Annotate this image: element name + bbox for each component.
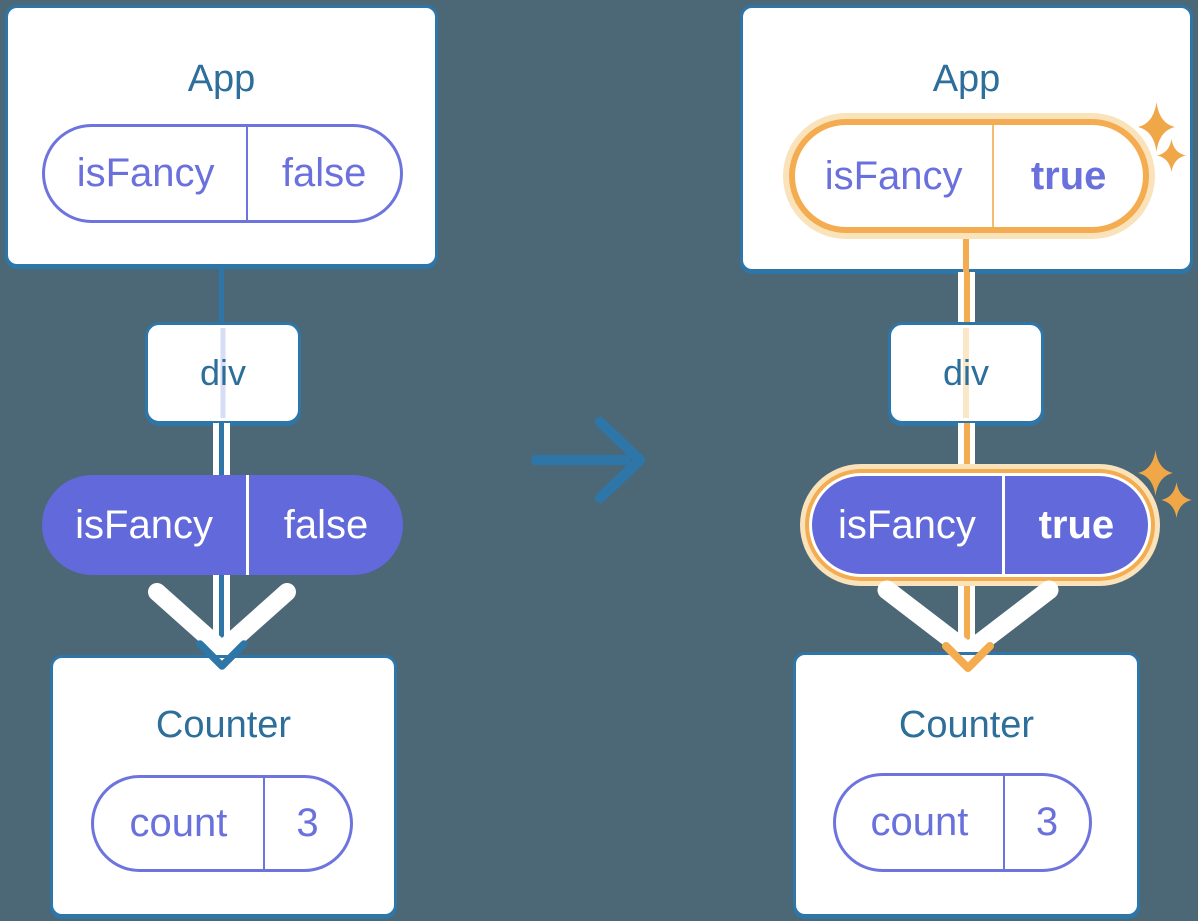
app-card: App isFancy false xyxy=(5,5,438,267)
div-card: div xyxy=(888,322,1044,424)
highlight-ring: isFancy true xyxy=(789,119,1149,233)
connector-core xyxy=(219,423,224,476)
component-title: Counter xyxy=(898,704,1035,746)
connector-app-to-div xyxy=(958,272,975,323)
pill-value: false xyxy=(246,127,400,220)
white-chevron-icon xyxy=(148,583,296,659)
connector-core xyxy=(963,586,970,655)
state-pill: count 3 xyxy=(91,775,353,872)
pill-value: true xyxy=(1001,476,1148,574)
pill-value: false xyxy=(246,475,403,575)
down-arrowhead-icon xyxy=(196,640,248,670)
pill-value: true xyxy=(992,125,1143,227)
pill-value: 3 xyxy=(262,778,350,869)
pill-label: count xyxy=(129,801,228,845)
pill-label: isFancy xyxy=(75,502,213,547)
state-pill: count 3 xyxy=(833,773,1092,872)
div-label: div xyxy=(942,352,990,393)
app-card: App isFancy true xyxy=(740,5,1193,272)
pill-label: isFancy xyxy=(824,153,963,198)
prop-pill: isFancy true xyxy=(812,476,1148,574)
connector-div-to-pill xyxy=(213,423,230,476)
div-label: div xyxy=(199,352,247,393)
counter-card: Counter count 3 xyxy=(50,655,397,917)
sparkle-icon xyxy=(1138,102,1175,152)
pill-value: 3 xyxy=(1002,776,1089,869)
sparkle-icon xyxy=(1138,450,1173,496)
pill-label: isFancy xyxy=(76,151,215,195)
sparkle-icon xyxy=(1157,139,1186,172)
highlighted-state-pill: isFancy true xyxy=(783,113,1155,239)
sparkle-icon xyxy=(1161,482,1192,518)
prop-pill: isFancy false xyxy=(42,475,403,575)
connector-core xyxy=(963,423,970,466)
down-arrowhead-icon xyxy=(942,642,994,672)
div-card: div xyxy=(145,322,301,424)
connector-through-div xyxy=(963,328,969,418)
connector-app-to-div xyxy=(219,267,224,324)
connector-core xyxy=(219,575,224,655)
highlight-gap: isFancy true xyxy=(809,473,1151,577)
transition-right-arrow-icon xyxy=(530,416,646,504)
state-pill: isFancy true xyxy=(795,125,1143,227)
component-title: App xyxy=(932,58,1001,100)
highlight-ring: isFancy true xyxy=(805,469,1155,581)
pill-label: isFancy xyxy=(838,502,976,547)
state-pill: isFancy false xyxy=(42,124,403,223)
component-title: App xyxy=(187,58,256,100)
component-title: Counter xyxy=(155,704,292,746)
connector-core xyxy=(963,272,970,323)
connector-div-to-pill xyxy=(958,423,975,466)
connector-from-state xyxy=(963,238,969,272)
highlighted-prop-pill: isFancy true xyxy=(800,464,1160,586)
connector-through-div xyxy=(220,328,226,418)
pill-label: count xyxy=(870,800,969,844)
counter-card: Counter count 3 xyxy=(793,652,1140,917)
